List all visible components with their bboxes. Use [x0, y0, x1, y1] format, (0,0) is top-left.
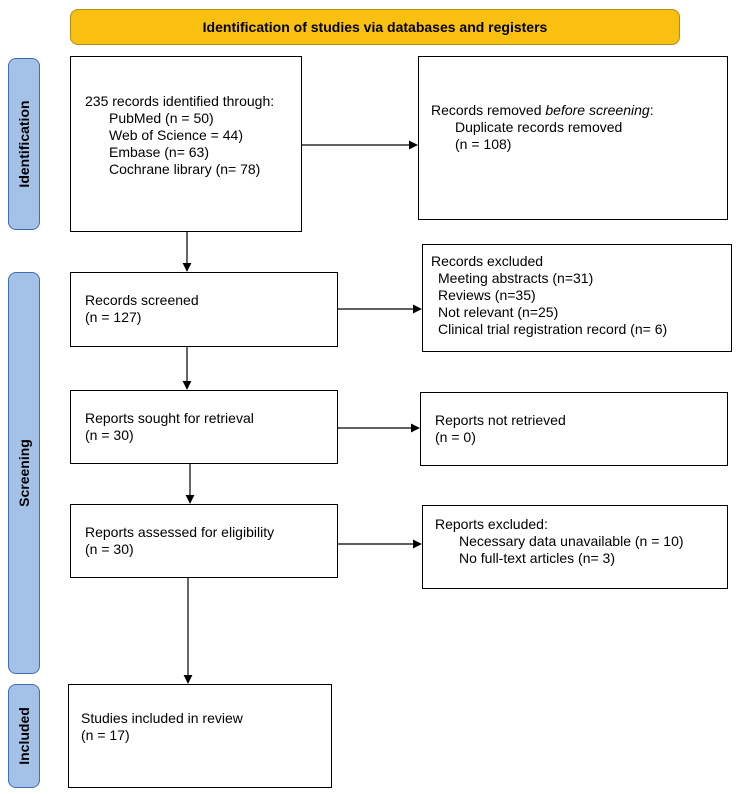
studies-included-box: Studies included in review (n = 17)	[68, 684, 332, 788]
reports-not-retrieved-title: Reports not retrieved	[435, 412, 566, 428]
source-cochrane: Cochrane library (n= 78)	[109, 161, 261, 177]
studies-included-count: (n = 17)	[81, 727, 130, 743]
reports-not-retrieved-box: Reports not retrieved (n = 0)	[420, 392, 728, 466]
excluded-not-relevant: Not relevant (n=25)	[438, 304, 559, 320]
excluded-reviews: Reviews (n=35)	[438, 287, 536, 303]
reports-sought-box: Reports sought for retrieval (n = 30)	[70, 390, 338, 464]
phase-included: Included	[8, 684, 40, 788]
excluded-clinical-trial: Clinical trial registration record (n= 6…	[438, 321, 668, 337]
phase-screening: Screening	[8, 272, 40, 674]
reports-excluded-title: Reports excluded:	[435, 516, 548, 532]
excluded-no-full-text: No full-text articles (n= 3)	[459, 550, 615, 566]
phase-identification: Identification	[8, 58, 40, 230]
reports-assessed-title: Reports assessed for eligibility	[85, 524, 275, 540]
records-screened-title: Records screened	[85, 292, 199, 308]
records-removed-title: Records removed before screening:	[431, 102, 654, 118]
reports-not-retrieved-count: (n = 0)	[435, 429, 476, 445]
header-banner: Identification of studies via databases …	[70, 9, 680, 45]
reports-sought-title: Reports sought for retrieval	[85, 410, 254, 426]
duplicate-records-count: (n = 108)	[455, 136, 512, 152]
header-title: Identification of studies via databases …	[202, 19, 548, 35]
records-screened-count: (n = 127)	[85, 309, 142, 325]
records-excluded-box: Records excluded Meeting abstracts (n=31…	[422, 244, 732, 352]
source-embase: Embase (n= 63)	[109, 144, 209, 160]
records-screened-box: Records screened (n = 127)	[70, 272, 338, 347]
records-removed-box: Records removed before screening: Duplic…	[418, 56, 728, 220]
reports-assessed-box: Reports assessed for eligibility (n = 30…	[70, 504, 338, 578]
source-pubmed: PubMed (n = 50)	[109, 110, 214, 126]
duplicate-records-label: Duplicate records removed	[455, 119, 623, 135]
excluded-data-unavailable: Necessary data unavailable (n = 10)	[459, 533, 684, 549]
excluded-meeting-abstracts: Meeting abstracts (n=31)	[438, 270, 594, 286]
source-web-of-science: Web of Science = 44)	[109, 127, 243, 143]
records-identified-title: 235 records identified through:	[85, 93, 275, 109]
reports-excluded-box: Reports excluded: Necessary data unavail…	[422, 505, 728, 589]
studies-included-title: Studies included in review	[81, 710, 243, 726]
reports-sought-count: (n = 30)	[85, 427, 134, 443]
records-identified-box: 235 records identified through: PubMed (…	[70, 56, 302, 232]
records-excluded-title: Records excluded	[431, 253, 544, 269]
reports-assessed-count: (n = 30)	[85, 541, 134, 557]
